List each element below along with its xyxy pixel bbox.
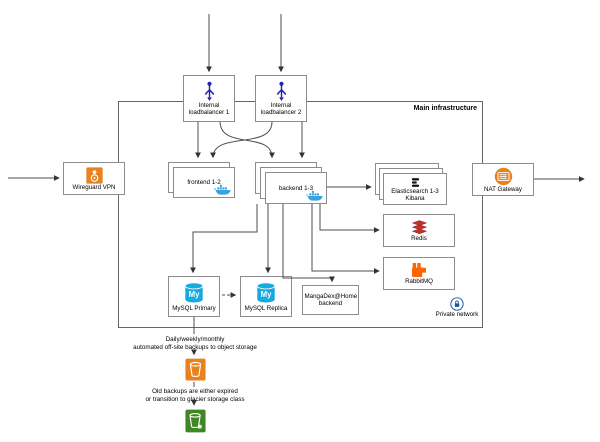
backup-note-line2: automated off-site backups to object sto…: [133, 343, 257, 351]
load-balancer-icon: [276, 81, 286, 101]
glacier-note-line2: or transition to glacier storage class: [145, 395, 245, 403]
docker-whale-icon: [306, 190, 323, 201]
node-frontend: frontend 1-2: [168, 162, 235, 199]
private-network-label: Private network: [435, 311, 479, 318]
private-network-badge: Private network: [422, 297, 492, 318]
elasticsearch-icon: [411, 177, 419, 187]
lock-icon: [450, 297, 464, 311]
wireguard-icon: [85, 166, 103, 184]
frontend-label: frontend 1-2: [187, 179, 221, 186]
backup-note-line1: Daily/weekly/monthly: [165, 336, 225, 343]
node-redis: Redis: [383, 214, 455, 247]
rabbitmq-label: RabbitMQ: [405, 278, 433, 285]
mysql-replica-label: MySQL Replica: [244, 305, 288, 312]
container-label: Main infrastructure: [413, 105, 477, 112]
lb1-label: Internal loadbalancer 1: [188, 102, 230, 116]
glacier-bucket-icon: [185, 409, 206, 433]
node-rabbitmq: RabbitMQ: [383, 257, 455, 290]
node-elasticsearch: Elasticsearch 1-3 Kibana: [375, 163, 447, 205]
load-balancer-icon: [204, 81, 214, 101]
node-backend: backend 1-3: [255, 162, 327, 204]
nat-gateway-icon: [494, 167, 512, 185]
node-internal-loadbalancer-2: Internal loadbalancer 2: [255, 75, 307, 122]
redis-label: Redis: [411, 234, 427, 242]
mysql-database-icon: My: [256, 282, 276, 303]
s3-bucket-icon: [185, 358, 206, 381]
node-nat-gateway: NAT Gateway: [472, 163, 534, 196]
node-internal-loadbalancer-1: Internal loadbalancer 1: [183, 75, 235, 122]
mysql-icon-text: My: [189, 290, 200, 299]
snowflake-glyph: [197, 424, 203, 429]
kibana-label: Kibana: [405, 194, 425, 202]
rabbitmq-icon: [412, 263, 426, 277]
backup-note: Daily/weekly/monthly automated off-site …: [105, 336, 285, 352]
elasticsearch-face: Elasticsearch 1-3 Kibana: [383, 173, 447, 205]
glacier-note: Old backups are either expired or transi…: [105, 388, 285, 404]
glacier-note-line1: Old backups are either expired: [152, 388, 238, 395]
frontend-face: frontend 1-2: [173, 167, 235, 198]
wireguard-label: Wireguard VPN: [72, 183, 116, 191]
node-mysql-replica: My MySQL Replica: [240, 276, 292, 317]
docker-whale-icon: [214, 184, 231, 195]
mysql-primary-label: MySQL Primary: [172, 305, 216, 312]
backend-face: backend 1-3: [265, 172, 327, 204]
node-mangadex-home-backend: MangaDex@Home backend: [302, 285, 359, 315]
backend-label: backend 1-3: [278, 184, 314, 192]
mysql-icon-text: My: [261, 290, 272, 299]
lb2-label: Internal loadbalancer 2: [260, 102, 302, 116]
node-wireguard-vpn: Wireguard VPN: [63, 162, 125, 195]
nat-label: NAT Gateway: [484, 185, 522, 193]
mysql-database-icon: My: [184, 282, 204, 303]
mangadex-label: MangaDex@Home backend: [304, 293, 358, 307]
node-mysql-primary: My MySQL Primary: [168, 276, 220, 317]
elasticsearch-label: Elasticsearch 1-3: [391, 187, 439, 195]
redis-icon: [411, 219, 427, 234]
